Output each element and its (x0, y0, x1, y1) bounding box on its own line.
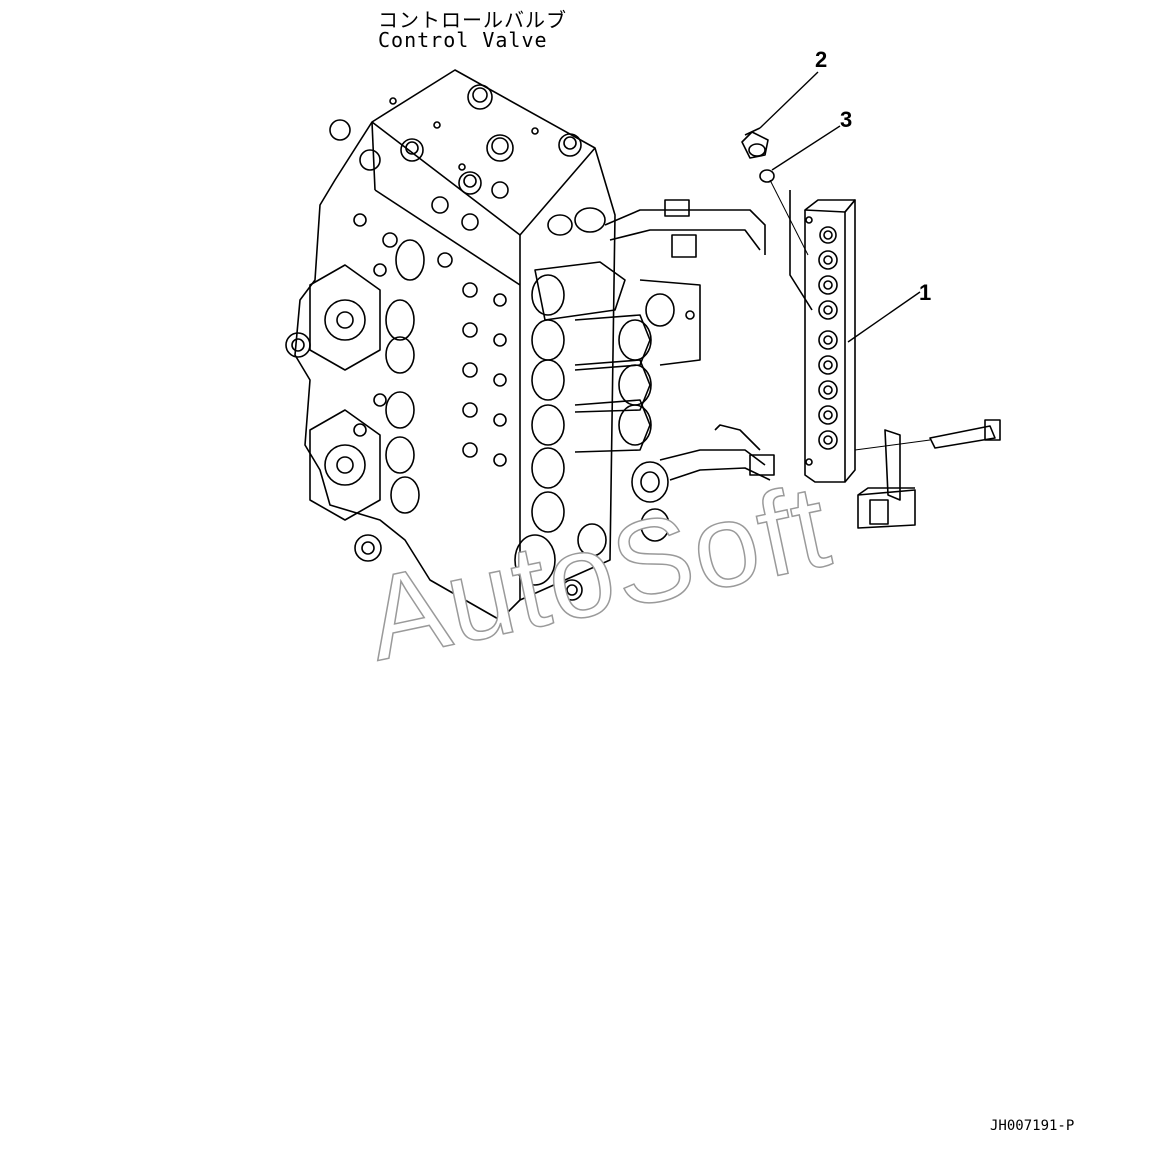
o-ring-part-3 (759, 169, 775, 183)
callout-2: 2 (815, 47, 828, 72)
drawing-code: JH007191-P (990, 1118, 1075, 1134)
callout-3: 3 (840, 107, 853, 132)
fitting-part-2 (741, 127, 769, 159)
callout-1: 1 (919, 280, 932, 305)
title-japanese: コントロールバルブ (378, 8, 567, 32)
bolt-and-bracket (854, 419, 1001, 529)
valve-body (285, 69, 775, 621)
manifold-block (789, 190, 856, 483)
solenoid-stack (514, 207, 701, 601)
title-english: Control Valve (378, 28, 548, 52)
